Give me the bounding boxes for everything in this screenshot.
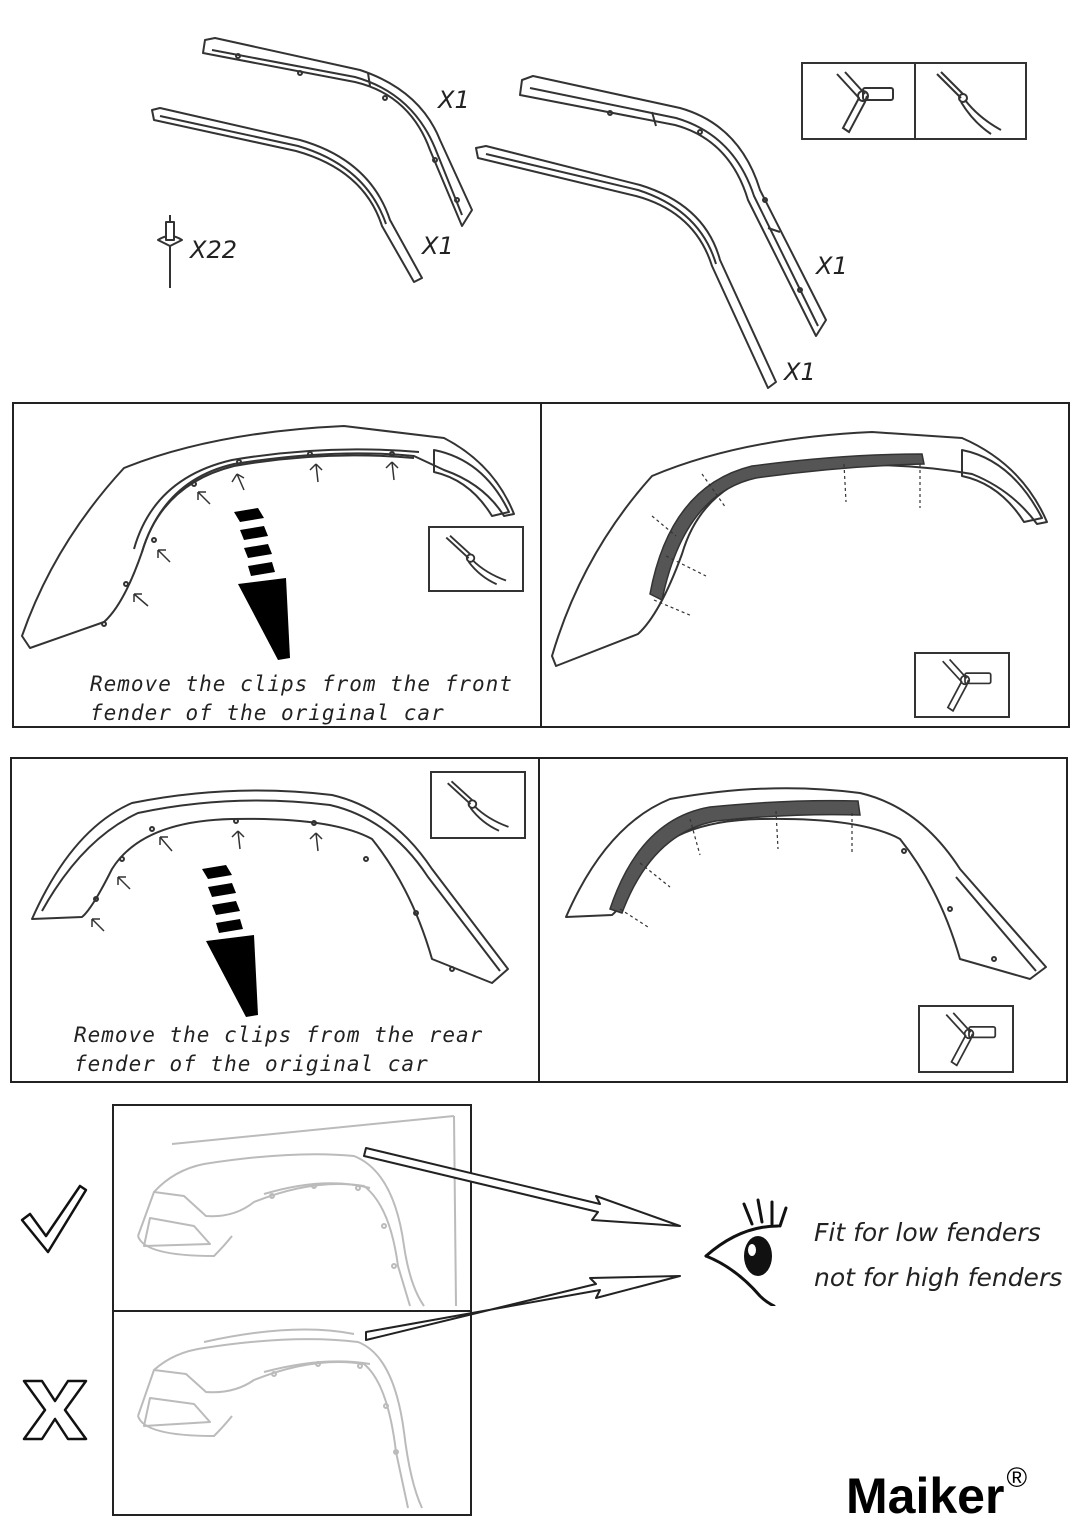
rear-install-tool-box bbox=[918, 1005, 1014, 1073]
rear-remove-tool-box bbox=[430, 771, 526, 839]
pliers-icon bbox=[445, 535, 507, 586]
brand-logo: Maiker® bbox=[846, 1462, 1027, 1525]
low-fender-correct-panel bbox=[112, 1104, 472, 1312]
pliers-icon bbox=[447, 780, 509, 832]
eye-icon bbox=[704, 1198, 788, 1306]
clip-removal-arrows bbox=[133, 461, 399, 607]
front-outer-qty: X1 bbox=[438, 86, 470, 114]
rear-remove-caption: Remove the clips from the rear fender of… bbox=[74, 1023, 484, 1076]
rear-outer-flare-part bbox=[519, 75, 827, 337]
fender-trim-strip bbox=[609, 799, 861, 914]
down-arrow-icon bbox=[202, 865, 258, 1017]
rear-install-drawing bbox=[565, 787, 1047, 980]
rear-fender-drawing bbox=[31, 789, 509, 984]
registered-mark: ® bbox=[1006, 1462, 1028, 1493]
rear-remove-panel: Remove the clips from the rear fender of… bbox=[10, 757, 540, 1083]
front-remove-caption: Remove the clips from the front fender o… bbox=[90, 672, 513, 725]
clip-removal-arrows bbox=[91, 830, 323, 932]
down-arrow-icon bbox=[234, 508, 290, 660]
rivet-qty: X22 bbox=[190, 236, 237, 264]
front-install-tool-box bbox=[914, 652, 1010, 718]
front-remove-panel: Remove the clips from the front fender o… bbox=[12, 402, 542, 728]
front-install-drawing bbox=[551, 431, 1048, 667]
rivet-gun-icon bbox=[836, 71, 894, 134]
rivet-gun-icon bbox=[945, 1012, 997, 1067]
high-fender-drawing bbox=[137, 1328, 423, 1509]
rear-outer-qty: X1 bbox=[816, 252, 848, 280]
rivet-paths bbox=[651, 463, 921, 617]
rivet-part-icon bbox=[157, 215, 183, 288]
pliers-icon bbox=[936, 71, 1002, 135]
rear-install-panel bbox=[538, 757, 1068, 1083]
rear-inner-strip-part bbox=[475, 145, 777, 389]
fitment-pointer-arrows bbox=[363, 1147, 681, 1341]
rivet-paths bbox=[619, 810, 853, 928]
front-outer-flare-part bbox=[202, 37, 473, 227]
tools-box bbox=[801, 62, 1027, 140]
high-fender-wrong-panel bbox=[112, 1310, 472, 1516]
fender-trim-strip bbox=[649, 453, 925, 602]
front-inner-qty: X1 bbox=[422, 232, 454, 260]
front-inner-strip-part bbox=[151, 107, 423, 283]
checkmark-icon bbox=[20, 1184, 88, 1254]
brand-name: Maiker bbox=[846, 1468, 1005, 1524]
front-remove-tool-box bbox=[428, 526, 524, 592]
front-install-panel bbox=[540, 402, 1070, 728]
cross-icon bbox=[22, 1379, 88, 1441]
front-fender-drawing bbox=[21, 425, 515, 649]
low-fender-drawing bbox=[137, 1115, 457, 1307]
rivet-gun-icon bbox=[942, 658, 992, 713]
fitment-note-line2: not for high fenders bbox=[814, 1263, 1063, 1292]
fitment-note-line1: Fit for low fenders bbox=[814, 1218, 1041, 1247]
parts-overview-drawing bbox=[151, 37, 827, 389]
rear-inner-qty: X1 bbox=[784, 358, 816, 386]
